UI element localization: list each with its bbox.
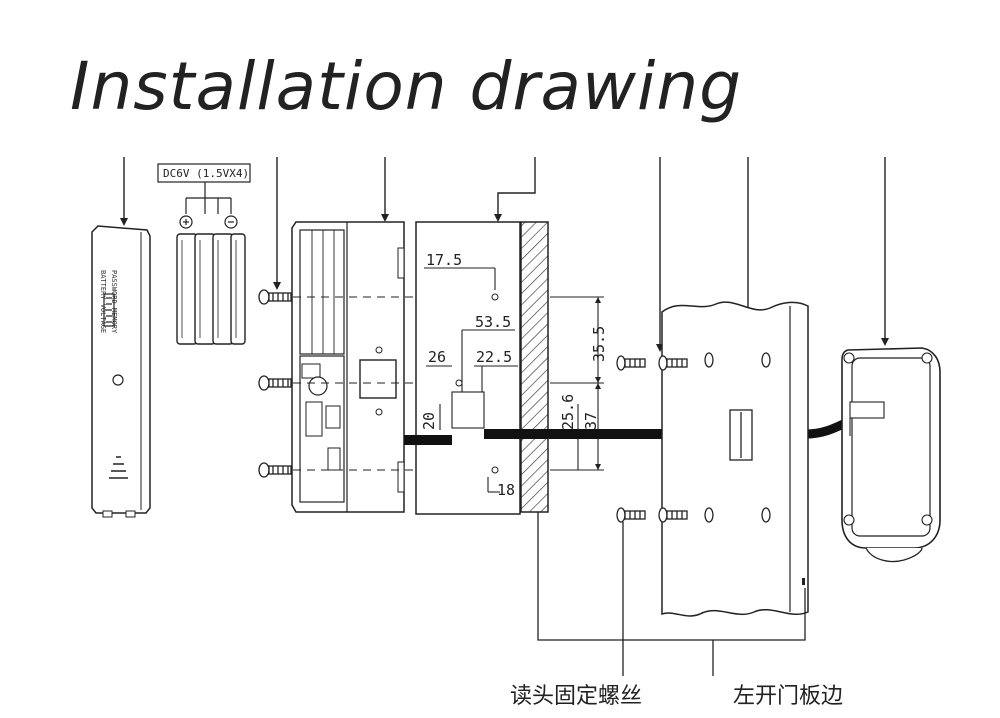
battery-spec-label: DC6V (1.5VX4) xyxy=(163,167,249,180)
bottom-leader-lines xyxy=(537,512,806,676)
door-holes xyxy=(704,352,771,523)
dimension-37: 37 xyxy=(582,412,600,430)
dimension-18: 18 xyxy=(497,481,515,499)
screw-icon xyxy=(258,375,292,391)
dimension-53-5: 53.5 xyxy=(475,313,511,331)
vertical-dimensions xyxy=(550,296,604,471)
dimension-35-5: 35.5 xyxy=(590,326,608,362)
screw-icon xyxy=(658,507,688,523)
battery-label-box: DC6V (1.5VX4) xyxy=(157,163,251,183)
vertical-dimension-arrows xyxy=(595,297,601,470)
vertical-dimension-labels: 35.5 25.6 37 xyxy=(559,326,608,430)
mounting-screws-door xyxy=(616,355,688,523)
dimension-22-5: 22.5 xyxy=(476,348,512,366)
note-reader-fixing-screws: 读头固定螺丝 xyxy=(510,684,642,709)
reader-head xyxy=(841,347,941,563)
screw-icon xyxy=(258,462,292,478)
screw-icon xyxy=(258,289,292,305)
screw-icon xyxy=(616,507,646,523)
page-title: Installation drawing xyxy=(70,48,743,125)
note-left-door-edge: 左开门板边 xyxy=(733,684,843,709)
dimension-20: 20 xyxy=(420,412,438,430)
dimension-25-6: 25.6 xyxy=(559,394,577,430)
template-holes xyxy=(455,293,499,474)
lock-body xyxy=(291,221,405,513)
door-edge-marker xyxy=(802,578,805,585)
door-section-hatched xyxy=(520,221,549,513)
screw-icon xyxy=(616,355,646,371)
drill-template-panel xyxy=(415,221,521,515)
leader-lines xyxy=(123,157,886,350)
door-cable-slot xyxy=(729,409,753,461)
dimension-26: 26 xyxy=(428,348,446,366)
battery-pack xyxy=(176,233,246,345)
mounting-screws-left xyxy=(258,289,292,478)
template-dimension-labels: 17.5 53.5 26 22.5 20 18 xyxy=(420,251,515,499)
screw-icon xyxy=(658,355,688,371)
front-panel-details xyxy=(103,293,128,479)
bottom-notes: 读头固定螺丝 左开门板边 xyxy=(510,684,843,709)
battery-polarity-leads xyxy=(179,182,238,229)
template-dimension-lines xyxy=(424,267,518,493)
dimension-17-5: 17.5 xyxy=(426,251,462,269)
panel-text-battery: BATTERY VOLTAGE xyxy=(99,270,107,333)
